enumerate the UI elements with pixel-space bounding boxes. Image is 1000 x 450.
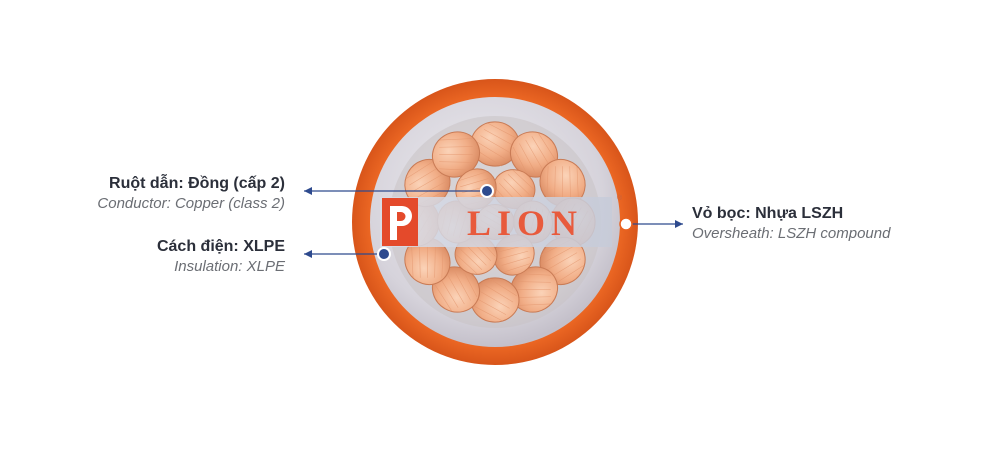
strand-texture-line <box>512 146 529 178</box>
strand-texture-line <box>517 303 551 306</box>
insulation-marker-dot <box>377 247 391 261</box>
label-insulation-main: Cách điện: XLPE <box>156 238 285 255</box>
leader-insulation <box>304 247 391 261</box>
strand-texture-line <box>483 129 514 146</box>
strand-texture-line <box>460 178 489 188</box>
strand-texture-line <box>460 249 483 270</box>
label-conductor-sub: Conductor: Copper (class 2) <box>97 195 285 212</box>
label-insulation-sub: Insulation: XLPE <box>174 258 285 275</box>
strand-texture-line <box>411 244 414 278</box>
label-conductor: Ruột dẫn: Đồng (cấp 2) Conductor: Copper… <box>97 174 285 214</box>
strand-texture-line <box>576 166 579 200</box>
strand-texture-line <box>419 244 421 278</box>
strand-texture-line <box>455 254 478 275</box>
strand-texture-line <box>454 270 471 301</box>
strand-texture-line <box>547 252 578 270</box>
strand-texture-line <box>503 178 525 200</box>
watermark-logo-glyph <box>390 206 412 240</box>
strand-texture-line <box>439 161 473 163</box>
label-insulation: Cách điện: XLPE Insulation: XLPE <box>157 237 285 277</box>
strand-texture-line <box>503 262 532 273</box>
strand-texture-line <box>501 256 530 266</box>
strand-texture-line <box>412 174 443 192</box>
strand-texture-line <box>537 132 557 162</box>
strand-texture-line <box>465 244 487 266</box>
strand-texture-line <box>472 305 503 322</box>
strand-texture-line <box>487 122 518 139</box>
strand-texture-line <box>447 274 465 305</box>
strand-texture-line <box>434 244 436 278</box>
lion-watermark: LION ® <box>380 194 623 247</box>
strand-texture-line <box>543 246 574 263</box>
strand-texture-line <box>517 281 551 283</box>
conductor-marker-dot <box>480 184 494 198</box>
strand-texture-line <box>554 166 556 200</box>
strand-texture-line <box>441 244 444 278</box>
strand-texture-line <box>519 143 536 174</box>
label-oversheath-main: Vỏ bọc: Nhựa LSZH <box>692 205 844 222</box>
strand-texture-line <box>461 266 478 298</box>
strand-texture-line <box>480 135 510 153</box>
label-oversheath: Vỏ bọc: Nhựa LSZH Oversheath: LSZH compo… <box>692 204 890 244</box>
strand-texture-line <box>517 273 551 276</box>
watermark-band <box>380 197 612 247</box>
label-oversheath-sub: Oversheath: LSZH compound <box>692 225 891 242</box>
strand-texture-line <box>409 167 439 186</box>
strand-texture-line <box>476 141 506 160</box>
strand-texture-line <box>416 181 447 198</box>
strand-texture-line <box>433 282 453 312</box>
strand-texture-line <box>439 146 473 148</box>
strand-texture-line <box>488 277 517 297</box>
strand-texture-line <box>476 298 507 315</box>
strand-texture-line <box>569 166 571 200</box>
strand-texture-line <box>555 264 585 284</box>
strand-texture-line <box>551 258 581 277</box>
strand-texture-line <box>440 278 459 308</box>
strand-texture-line <box>439 138 473 141</box>
strand-texture-line <box>507 174 530 195</box>
label-conductor-main: Ruột dẫn: Đồng (cấp 2) <box>109 175 285 192</box>
strand-texture-line <box>484 284 514 303</box>
strand-texture-line <box>531 136 550 166</box>
strand-texture-line <box>525 139 543 170</box>
watermark-text: LION <box>467 203 583 243</box>
strand-texture-line <box>499 250 529 260</box>
strand-texture-line <box>405 160 435 180</box>
leader-conductor <box>304 184 494 198</box>
strand-texture-line <box>512 169 535 190</box>
strand-texture-line <box>546 166 549 200</box>
strand-texture-line <box>458 171 487 182</box>
strand-texture-line <box>480 291 510 309</box>
strand-texture-line <box>439 168 473 171</box>
strand-texture-line <box>517 296 551 298</box>
leader-oversheath <box>619 217 683 231</box>
oversheath-marker-dot <box>619 217 633 231</box>
watermark-registered-mark: ® <box>617 194 623 202</box>
